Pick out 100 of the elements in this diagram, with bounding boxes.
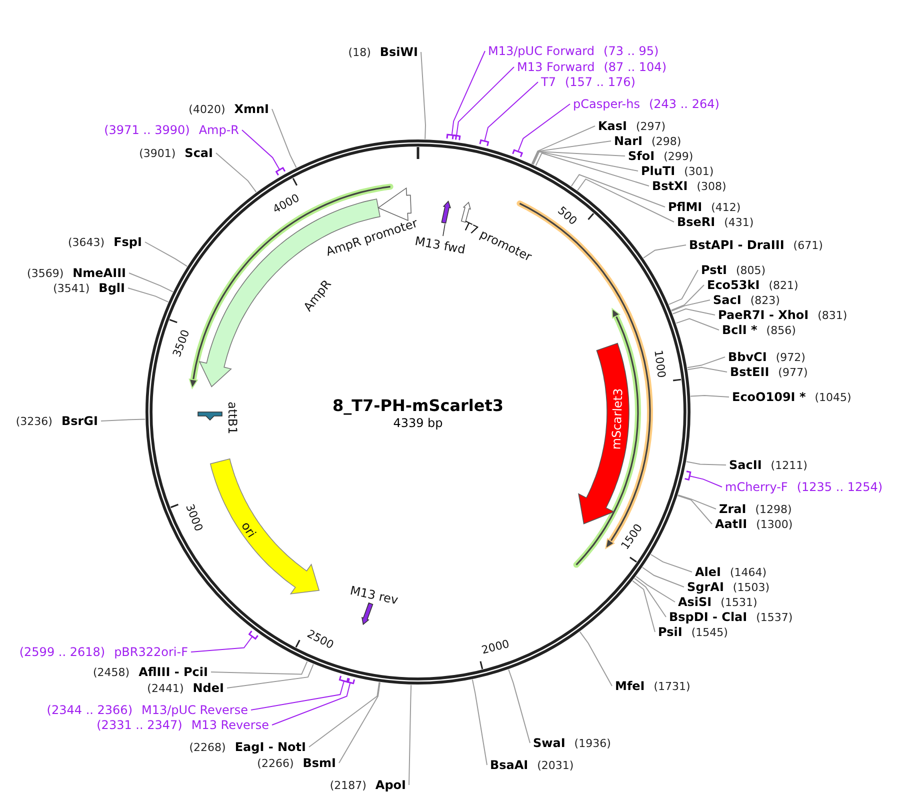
leader-line <box>671 300 710 312</box>
site-position: (972) <box>776 350 806 366</box>
site-position: (1503) <box>732 580 770 596</box>
enzyme-name: NarI <box>614 133 643 149</box>
leader-line <box>579 631 612 686</box>
enzyme-name: SwaI <box>533 735 566 751</box>
leader-line <box>668 270 698 305</box>
scale-number: 4000 <box>270 191 302 216</box>
enzyme-name: AatII <box>715 516 748 532</box>
leader-line <box>484 82 538 142</box>
feature-label: mScarlet3 <box>609 388 626 450</box>
scale-number: 3500 <box>170 328 192 359</box>
leader-line <box>420 52 426 140</box>
site-position: (1300) <box>756 517 793 533</box>
feature-label: M13 fwd <box>414 234 466 257</box>
primer-range: (157 .. 176) <box>564 74 636 90</box>
leader-line <box>100 418 146 422</box>
site-position: (3643) <box>68 235 105 251</box>
enzyme-name: SgrAI <box>687 579 724 595</box>
leader-line <box>535 152 650 186</box>
site-position: (297) <box>636 119 666 135</box>
site-position: (431) <box>724 215 754 231</box>
leader-line <box>226 664 314 688</box>
enzyme-name: NdeI <box>192 680 224 696</box>
site-position: (301) <box>684 164 714 180</box>
leader-line <box>210 661 308 675</box>
site-position: (412) <box>711 200 741 216</box>
scale-number: 1000 <box>652 349 668 379</box>
site-position: (298) <box>652 134 682 150</box>
feature-label: M13 rev <box>348 583 400 608</box>
enzyme-name: BsrGI <box>61 413 98 429</box>
primer-name: M13/pUC Reverse <box>142 702 248 718</box>
primer-name: pCasper-hs <box>573 96 640 112</box>
leader-line <box>518 104 570 152</box>
enzyme-name: BsiWI <box>380 44 418 60</box>
site-position: (1537) <box>756 610 793 626</box>
primer-name: mCherry-F <box>725 479 788 495</box>
primer-range: (73 .. 95) <box>604 43 659 59</box>
site-position: (2268) <box>189 740 226 756</box>
leader-line <box>532 151 638 172</box>
scale-number: 2500 <box>304 627 336 652</box>
enzyme-name: AleI <box>695 564 722 580</box>
enzyme-name: AsiSI <box>678 594 712 610</box>
site-position: (823) <box>750 293 780 309</box>
enzyme-name: MfeI <box>615 678 645 694</box>
site-position: (1545) <box>691 625 728 641</box>
enzyme-name: PsiI <box>658 624 682 640</box>
enzyme-name: BstEII <box>730 364 770 380</box>
site-position: (3569) <box>27 266 64 282</box>
plasmid-length: 4339 bp <box>392 416 444 430</box>
leader-line <box>532 150 626 165</box>
leader-line <box>250 680 344 710</box>
enzyme-name: ScaI <box>184 145 213 161</box>
feature-label: attB1 <box>226 402 240 434</box>
leader-line <box>242 130 280 170</box>
site-position: (4020) <box>188 102 226 118</box>
leader-line <box>632 580 656 632</box>
enzyme-name: PflMI <box>668 199 702 215</box>
enzyme-name: AflIII - PciI <box>138 664 208 680</box>
site-position: (18) <box>348 45 371 61</box>
site-position: (3236) <box>16 414 52 430</box>
leader-line <box>689 476 722 488</box>
enzyme-name: NmeAIII <box>72 265 126 281</box>
site-position: (2031) <box>537 758 574 774</box>
site-position: (3901) <box>139 146 176 162</box>
leader-line <box>570 174 666 208</box>
primer-range: (1235 .. 1254) <box>796 479 883 495</box>
primer-range: (3971 .. 3990) <box>104 122 190 138</box>
primer-name: M13 Reverse <box>191 717 269 733</box>
primer-range: (87 .. 104) <box>604 59 666 75</box>
leader-line <box>451 50 486 136</box>
primer-name: M13 Forward <box>517 59 595 75</box>
leader-line <box>532 140 612 164</box>
feature-label: ori <box>238 519 259 540</box>
site-position: (821) <box>768 278 798 294</box>
site-position: (1211) <box>770 458 808 474</box>
enzyme-name: PluTI <box>641 163 676 179</box>
leader-line <box>642 244 686 258</box>
site-position: (1531) <box>720 595 758 611</box>
enzyme-name: BbvCI <box>728 349 767 365</box>
site-position: (856) <box>766 323 796 339</box>
leader-line <box>672 308 716 316</box>
leader-line <box>687 366 728 372</box>
site-position: (671) <box>793 238 823 254</box>
site-position: (805) <box>736 263 766 279</box>
leader-line <box>577 178 674 222</box>
scale-number: 3000 <box>183 502 206 534</box>
primer-name: pBR322ori-F <box>114 644 188 660</box>
leader-line <box>216 152 257 193</box>
plasmid-name: 8_T7-PH-mScarlet3 <box>331 397 505 415</box>
leader-line <box>456 66 514 136</box>
enzyme-name: KasI <box>598 118 628 134</box>
leader-line <box>686 461 726 466</box>
site-position: (2187) <box>330 778 366 794</box>
leader-line <box>634 578 666 618</box>
leader-line <box>144 242 188 267</box>
leader-line <box>650 554 692 572</box>
scale-number: 2000 <box>480 637 511 657</box>
site-position: (1298) <box>755 502 792 518</box>
primer-range: (2599 .. 2618) <box>19 644 106 660</box>
